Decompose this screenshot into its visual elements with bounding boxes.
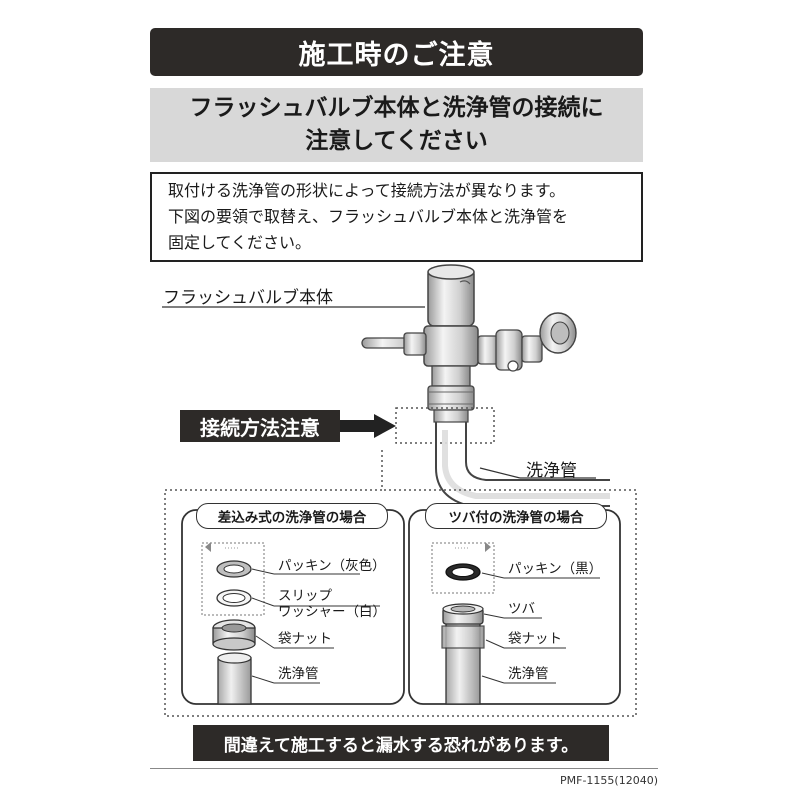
flush-pipe-label-right: 洗浄管 [508, 666, 549, 682]
cap-nut-label-right: 袋ナット [508, 631, 562, 647]
flush-pipe-left [217, 652, 252, 705]
notice-line-3: 固定してください。 [168, 233, 312, 252]
notice-box: 取付ける洗浄管の形状によって接続方法が異なります。 下図の要領で取替え、フラッシ… [150, 172, 643, 262]
subtitle-banner: フラッシュバルブ本体と洗浄管の接続に 注意してください [150, 88, 643, 162]
footer-divider [150, 768, 658, 769]
flush-valve-label: フラッシュバルブ本体 [163, 288, 333, 308]
gray-packing-ring [216, 560, 252, 578]
flanged-pipe-right [441, 603, 485, 705]
slip-washer-ring [216, 589, 252, 607]
gray-packing-label: パッキン（灰色） [278, 558, 386, 574]
cap-nut-label-left: 袋ナット [278, 631, 332, 647]
flush-pipe-label-left: 洗浄管 [278, 666, 319, 682]
flush-valve-illustration [361, 264, 577, 423]
flush-pipe-illustration [435, 422, 610, 507]
flange-label: ツバ [508, 601, 535, 617]
connection-method-tag: 接続方法注意 [180, 410, 340, 442]
slip-washer-label-1: スリップ [278, 588, 332, 604]
notice-line-2: 下図の要領で取替え、フラッシュバルブ本体と洗浄管を [168, 207, 569, 226]
notice-line-1: 取付ける洗浄管の形状によって接続方法が異なります。 [168, 181, 566, 200]
left-panel-title: 差込み式の洗浄管の場合 [196, 503, 388, 529]
document-code: PMF-1155(12040) [560, 774, 658, 787]
black-packing-ring [445, 563, 481, 581]
arrow-icon [340, 414, 396, 438]
subtitle-line-2: 注意してください [305, 128, 488, 154]
black-packing-label: パッキン（黒） [508, 561, 603, 577]
right-panel-title: ツバ付の洗浄管の場合 [425, 503, 607, 529]
subtitle-line-1: フラッシュバルブ本体と洗浄管の接続に [189, 95, 604, 121]
slip-washer-label-2: ワッシャー（白） [278, 604, 386, 620]
leak-warning-banner: 間違えて施工すると漏水する恐れがあります。 [193, 725, 609, 761]
flush-pipe-label: 洗浄管 [526, 461, 577, 481]
page-title: 施工時のご注意 [150, 28, 643, 76]
cap-nut-left [212, 619, 256, 651]
